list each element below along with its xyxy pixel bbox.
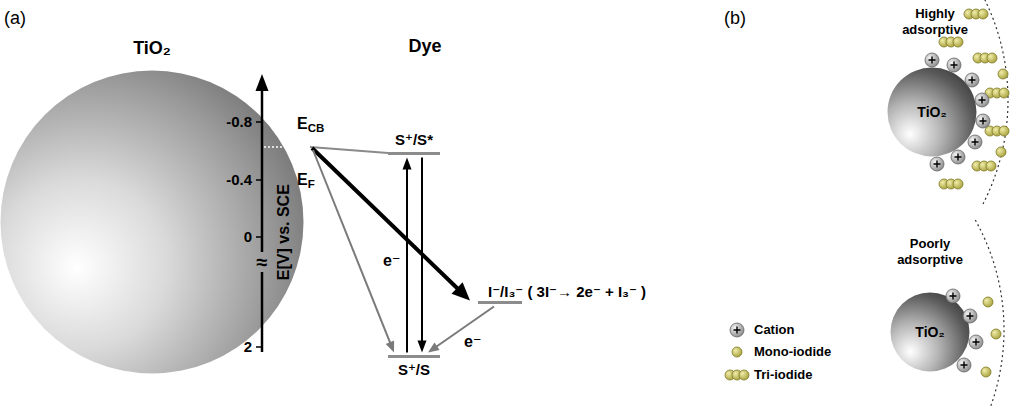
particle-label: TiO₂	[917, 104, 946, 120]
energy-axis	[256, 88, 262, 352]
panel-letter: (b)	[724, 8, 746, 29]
tio2-particle: TiO₂	[890, 292, 970, 372]
electron-label: e⁻	[383, 252, 400, 270]
arrow-head	[418, 341, 427, 353]
axis-break: ≈	[257, 251, 268, 274]
legend-row: Mono-iodide	[754, 345, 831, 360]
particle-fill	[891, 293, 970, 372]
legend-label: Mono-iodide	[754, 345, 831, 360]
energy-level: S⁺/S	[388, 355, 440, 378]
level-label: S⁺/S*	[388, 131, 440, 148]
tick-label: 2	[244, 338, 252, 355]
arrow-head	[386, 341, 394, 353]
legend-label: Cation	[754, 323, 794, 338]
energy-level: S⁺/S*	[388, 131, 440, 154]
connector	[403, 158, 412, 353]
energy-level-bar	[388, 152, 440, 155]
case-heading: Poorly adsorptive	[887, 236, 973, 267]
tio2-particle: TiO₂	[887, 67, 977, 157]
particle-fill	[1, 71, 304, 374]
arrow-head	[451, 282, 470, 300]
connector	[428, 307, 494, 353]
axis-title: E[V] vs. SCE	[275, 184, 293, 280]
particle-fill	[888, 68, 977, 157]
connector-line	[421, 158, 423, 342]
particle-label: TiO₂	[0, 38, 304, 59]
panel-letter: (a)	[4, 8, 26, 29]
tick-label: -0.8	[226, 113, 252, 130]
particle-label: TiO₂	[915, 324, 944, 340]
band-label: EF	[297, 171, 315, 189]
fermi-dotted-line	[264, 146, 310, 148]
tio2-sphere: TiO₂	[0, 70, 304, 374]
column-heading: Dye	[408, 36, 441, 57]
case-heading: Highly adsorptive	[892, 6, 978, 37]
axis-arrow-head	[256, 74, 269, 91]
arrow-head	[428, 343, 440, 353]
legend-label: Tri-iodide	[754, 368, 813, 383]
energy-level-bar	[388, 355, 440, 358]
connector	[310, 147, 388, 153]
adsorbed-ions	[946, 289, 1001, 377]
connector-line	[310, 147, 388, 153]
particle-outline	[0, 70, 304, 374]
level-label: S⁺/S	[388, 361, 440, 378]
energy-level-bar	[478, 301, 522, 304]
legend-tri-iodide-sample	[725, 370, 749, 380]
tick-label: 0	[244, 228, 252, 245]
legend-mono-iodide-sample	[732, 347, 742, 357]
legend-row: Cation	[754, 323, 794, 338]
connector	[418, 158, 427, 353]
connector-line	[406, 169, 408, 353]
legend-row: Tri-iodide	[754, 368, 813, 383]
arrow-head	[403, 158, 412, 170]
connector	[312, 148, 470, 301]
connector	[313, 150, 394, 353]
electron-label: e⁻	[464, 333, 481, 351]
connector-line	[312, 148, 458, 289]
connector-line	[313, 150, 390, 343]
energy-level: I⁻/I₃⁻ ( 3I⁻→ 2e⁻ + I₃⁻ )	[478, 283, 646, 303]
tick-label: -0.4	[226, 171, 252, 188]
level-label: I⁻/I₃⁻ ( 3I⁻→ 2e⁻ + I₃⁻ )	[488, 283, 646, 300]
double-layer-boundary	[975, 220, 1004, 407]
band-label: ECB	[297, 115, 324, 133]
legend-cation-sample	[730, 323, 744, 337]
